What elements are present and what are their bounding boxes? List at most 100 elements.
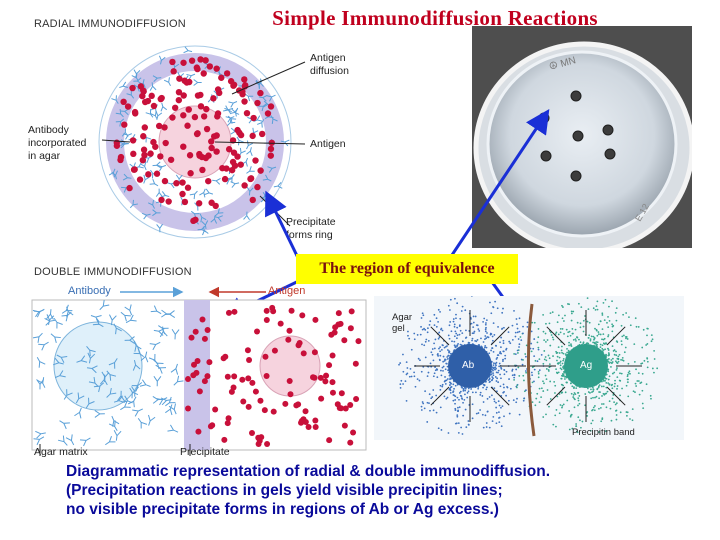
antigen-speck	[601, 347, 604, 350]
antibody-mark	[76, 355, 88, 363]
antigen-speck	[605, 381, 608, 384]
antigen-speck	[641, 389, 644, 392]
antibody-speck	[511, 338, 514, 341]
antigen-dot	[257, 397, 264, 404]
antigen-speck	[577, 397, 580, 400]
antigen-speck	[561, 304, 563, 307]
antibody-mark	[131, 72, 139, 82]
antigen-dot	[171, 104, 179, 111]
antigen-speck	[588, 334, 591, 337]
antibody-speck	[472, 321, 475, 324]
antibody-mark	[125, 314, 137, 324]
antigen-speck	[575, 423, 578, 425]
antigen-dot	[332, 324, 339, 331]
antigen-speck	[611, 372, 614, 375]
antibody-mark	[246, 147, 253, 156]
antigen-dot	[213, 148, 220, 155]
antibody-speck	[435, 317, 438, 320]
antibody-speck	[441, 383, 444, 386]
antigen-dot	[202, 57, 209, 64]
antigen-speck	[556, 395, 559, 398]
antibody-speck	[421, 401, 424, 403]
antigen-dot	[262, 353, 269, 360]
antigen-speck	[557, 314, 560, 317]
double-diagram	[31, 286, 367, 456]
antibody-mark	[212, 177, 221, 185]
antibody-speck	[433, 372, 436, 375]
antibody-speck	[500, 377, 502, 380]
antibody-speck	[462, 387, 465, 390]
antibody-mark	[75, 392, 85, 404]
antibody-speck	[522, 325, 524, 328]
antigen-speck	[614, 360, 617, 363]
antibody-speck	[421, 343, 423, 346]
antigen-dot	[234, 153, 241, 160]
antibody-speck	[506, 385, 508, 388]
antibody-speck	[440, 327, 443, 330]
antibody-mark	[149, 82, 157, 91]
antibody-speck	[454, 345, 456, 348]
antigen-speck	[605, 354, 608, 357]
antigen-dot	[201, 335, 208, 342]
antibody-speck	[452, 320, 455, 323]
antibody-speck	[444, 358, 447, 361]
antigen-speck	[590, 388, 592, 391]
antibody-speck	[502, 383, 505, 386]
antigen-dot	[158, 196, 165, 204]
antigen-speck	[645, 383, 648, 386]
antigen-speck	[572, 338, 575, 341]
antibody-speck	[449, 352, 452, 355]
antigen-speck	[577, 416, 580, 419]
antigen-speck	[547, 368, 550, 371]
antibody-speck	[531, 374, 534, 376]
antibody-mark	[33, 308, 45, 318]
antigen-speck	[594, 327, 596, 330]
antibody-mark	[124, 304, 133, 316]
antigen-dot	[209, 422, 216, 429]
antibody-speck	[455, 332, 458, 335]
antigen-speck	[601, 314, 604, 316]
antibody-speck	[435, 368, 438, 370]
antigen-dot	[249, 196, 256, 204]
antibody-speck	[540, 354, 543, 356]
antibody-speck	[425, 338, 428, 341]
antibody-mark	[120, 401, 131, 411]
antigen-dot	[224, 420, 231, 427]
antigen-speck	[616, 367, 618, 369]
antigen-speck	[607, 370, 610, 373]
antigen-dot	[223, 165, 230, 172]
antigen-speck	[625, 384, 628, 387]
antigen-speck	[548, 366, 551, 369]
antibody-speck	[471, 417, 474, 420]
antibody-speck	[440, 374, 443, 377]
antigen-speck	[623, 351, 626, 354]
antigen-speck	[627, 395, 630, 398]
antigen-dot	[186, 78, 193, 86]
antigen-speck	[646, 360, 649, 363]
antigen-dot	[271, 347, 278, 354]
antigen-speck	[656, 367, 659, 370]
antigen-speck	[602, 333, 605, 335]
antibody-speck	[449, 391, 452, 394]
antibody-mark	[120, 311, 131, 322]
antigen-speck	[570, 310, 573, 313]
antigen-speck	[611, 330, 614, 333]
antibody-speck	[459, 390, 462, 393]
antibody-speck	[492, 362, 495, 365]
antibody-speck	[456, 334, 459, 337]
antibody-speck	[495, 364, 497, 367]
antigen-speck	[534, 359, 537, 362]
antibody-speck	[530, 330, 533, 333]
antigen-speck	[611, 323, 614, 326]
antigen-speck	[556, 355, 559, 358]
antigen-speck	[561, 406, 563, 409]
antigen-speck	[653, 350, 656, 352]
antibody-mark	[165, 396, 176, 407]
antibody-speck	[447, 432, 450, 434]
antigen-speck	[627, 362, 630, 365]
antigen-speck	[628, 370, 631, 373]
antibody-speck	[431, 396, 434, 398]
antigen-speck	[579, 419, 581, 422]
antigen-dot	[261, 407, 268, 414]
label-antibody-direction: Antibody	[68, 285, 111, 297]
